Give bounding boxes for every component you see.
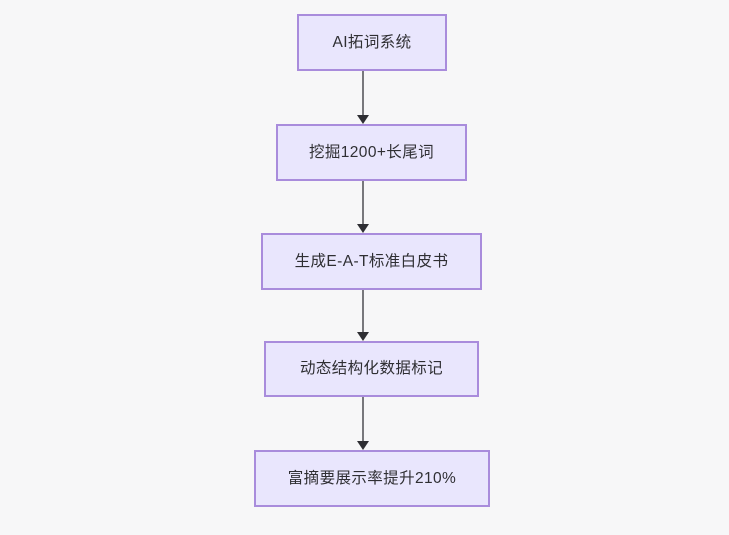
flow-node-generate-eat-whitepaper[interactable]: 生成E-A-T标准白皮书	[261, 233, 482, 290]
connector-stem	[362, 397, 364, 442]
connector-stem	[362, 290, 364, 333]
flow-node-rich-snippet-result[interactable]: 富摘要展示率提升210%	[254, 450, 490, 507]
arrowhead-icon	[357, 332, 369, 341]
arrowhead-icon	[357, 115, 369, 124]
arrowhead-icon	[357, 224, 369, 233]
flow-connector-arrow-1	[354, 71, 372, 124]
flow-node-label: 生成E-A-T标准白皮书	[294, 252, 449, 270]
flow-node-mine-longtail-keywords[interactable]: 挖掘1200+长尾词	[276, 124, 467, 181]
flow-node-label: AI拓词系统	[332, 33, 412, 51]
flow-node-ai-keyword-system[interactable]: AI拓词系统	[297, 14, 447, 71]
flow-connector-arrow-2	[354, 181, 372, 233]
flow-node-dynamic-structured-data[interactable]: 动态结构化数据标记	[264, 341, 479, 397]
flow-connector-arrow-4	[354, 397, 372, 450]
connector-stem	[362, 71, 364, 116]
flow-connector-arrow-3	[354, 290, 372, 341]
arrowhead-icon	[357, 441, 369, 450]
flow-node-label: 动态结构化数据标记	[299, 360, 444, 378]
connector-stem	[362, 181, 364, 225]
flow-node-label: 挖掘1200+长尾词	[308, 143, 435, 161]
flow-node-label: 富摘要展示率提升210%	[287, 469, 457, 487]
